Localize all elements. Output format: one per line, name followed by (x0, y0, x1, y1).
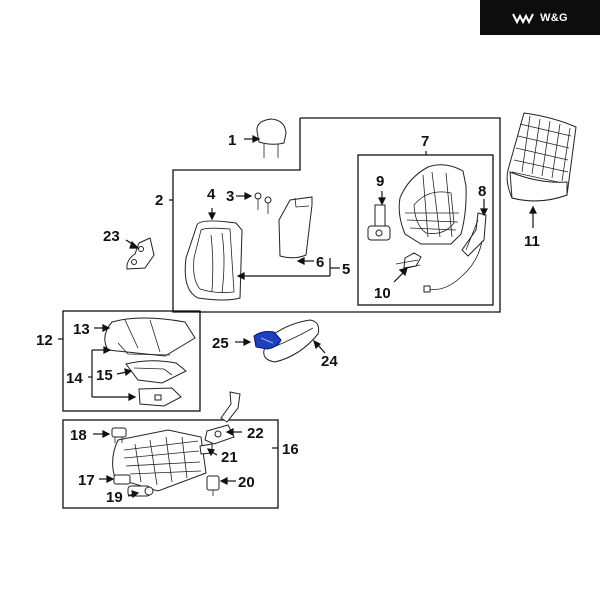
callout-23: 23 (103, 228, 120, 245)
callout-4: 4 (207, 186, 216, 203)
callout-10: 10 (374, 285, 391, 302)
side-bracket-part (126, 237, 155, 270)
callout-21: 21 (221, 449, 238, 466)
sensor-part (206, 475, 220, 496)
callout-7: 7 (421, 133, 429, 150)
track-group-box (62, 419, 279, 509)
callout-12: 12 (36, 332, 53, 349)
seat-back-group-box (172, 117, 501, 313)
callout-9: 9 (376, 173, 384, 190)
brand-name: W&G (540, 11, 568, 24)
seat-back-cover-part (184, 220, 243, 301)
motor-bracket-part (204, 424, 235, 445)
callout-1: 1 (228, 132, 236, 149)
seat-track-part (112, 429, 207, 492)
callout-15: 15 (96, 367, 113, 384)
callout-20: 20 (238, 474, 255, 491)
side-airbag-part (461, 212, 487, 257)
recliner-part (367, 204, 391, 241)
track-clip-part (111, 427, 127, 443)
callout-13: 13 (73, 321, 90, 338)
brand-badge: W&G (480, 0, 600, 35)
seat-back-frame-part (398, 164, 467, 245)
heater-pad-part (125, 360, 187, 384)
seat-back-cushion-part (506, 112, 577, 202)
callout-5: 5 (342, 261, 350, 278)
callout-16: 16 (282, 441, 299, 458)
callout-14: 14 (66, 370, 83, 387)
cushion-cover-part (104, 317, 196, 357)
track-shield-part (220, 391, 241, 423)
headrest-part (256, 118, 287, 158)
back-panel-part (278, 196, 313, 259)
end-cap-part (113, 474, 131, 485)
screws-part (254, 192, 272, 214)
callout-8: 8 (478, 183, 486, 200)
callout-18: 18 (70, 427, 87, 444)
leader-lines (58, 135, 537, 499)
airbag-connector-part (423, 285, 431, 293)
side-shield-part (263, 319, 320, 363)
callout-2: 2 (155, 192, 163, 209)
callout-25: 25 (212, 335, 229, 352)
callout-24: 24 (321, 353, 338, 370)
callout-22: 22 (247, 425, 264, 442)
callout-11: 11 (524, 233, 540, 250)
brand-logo-icon (512, 13, 534, 24)
lumbar-part (395, 252, 422, 271)
callout-6: 6 (316, 254, 324, 271)
cushion-group-box (62, 310, 201, 412)
cushion-pad-part (138, 387, 182, 407)
callout-3: 3 (226, 188, 234, 205)
airbag-wire-part (427, 240, 483, 291)
callout-17: 17 (78, 472, 95, 489)
seat-switch-part (253, 331, 282, 350)
callout-19: 19 (106, 489, 123, 506)
